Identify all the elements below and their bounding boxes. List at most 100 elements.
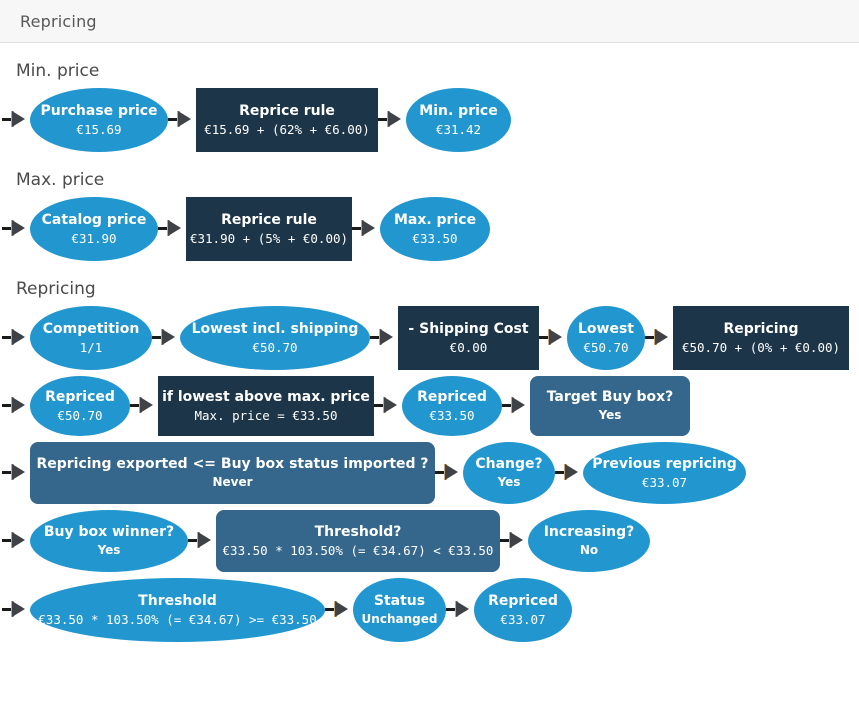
- arrow-head: [12, 397, 25, 413]
- arrow-head: [162, 329, 175, 345]
- node-subtitle: Never: [212, 475, 253, 489]
- section-title: Min. price: [16, 61, 100, 81]
- node-subtitle: €31.42: [435, 122, 482, 137]
- node-lowest: Lowest€50.70: [567, 306, 645, 370]
- arrow-head: [140, 397, 153, 413]
- flow-arrow-icon: [152, 325, 180, 351]
- arrow-head: [512, 397, 525, 413]
- node-subtitle: €33.07: [641, 475, 688, 490]
- arrow-head: [198, 532, 211, 548]
- node-title: Min. price: [419, 103, 498, 119]
- arrow-head: [12, 464, 25, 480]
- node-title: Threshold: [138, 593, 217, 609]
- node-lowest-incl-shipping: Lowest incl. shipping€50.70: [180, 306, 370, 370]
- node-buy-box-winner: Buy box winner?Yes: [30, 510, 188, 572]
- arrow-head: [380, 329, 393, 345]
- panel-header: Repricing: [0, 0, 859, 43]
- node-subtitle: Unchanged: [361, 612, 438, 626]
- flow-row: Catalog price €31.90 Reprice rule€31.90 + …: [0, 197, 859, 261]
- arrow-head: [12, 111, 25, 127]
- node-title: Repriced: [417, 389, 487, 405]
- node-min-price-result: Min. price €31.42: [406, 88, 511, 152]
- node-catalog-price: Catalog price €31.90: [30, 197, 158, 261]
- node-subtitle: No: [579, 543, 599, 557]
- flow-row: Buy box winner?Yes Threshold?€33.50 * 103…: [0, 510, 859, 572]
- node-subtitle: €33.50 * 103.50% (= €34.67) >= €33.50: [38, 612, 317, 627]
- flow-arrow-icon: [500, 528, 528, 554]
- node-subtitle: Yes: [497, 475, 521, 489]
- node-title: Status: [373, 593, 426, 609]
- node-subtitle: €31.90: [71, 231, 117, 246]
- node-threshold-question: Threshold?€33.50 * 103.50% (= €34.67) < …: [216, 510, 500, 572]
- arrow-head: [12, 220, 25, 236]
- node-previous-repricing: Previous repricing €33.07: [583, 442, 746, 504]
- node-title: Repriced: [45, 389, 115, 405]
- node-repricing-formula: Repricing€50.70 + (0% + €0.00): [673, 306, 849, 370]
- flow-arrow-icon: [2, 528, 30, 554]
- arrow-head: [12, 532, 25, 548]
- arrow-head: [12, 601, 25, 617]
- node-change: Change? Yes: [463, 442, 555, 504]
- node-title: Catalog price: [41, 212, 147, 228]
- flow-arrow-icon: [130, 393, 158, 419]
- node-repricing-exported-vs-buybox-imported: Repricing exported <= Buy box status imp…: [30, 442, 435, 504]
- flow-arrow-icon: [352, 216, 380, 242]
- node-repriced-lowest: Repriced€50.70: [30, 376, 130, 436]
- node-reprice-rule-max: Reprice rule€31.90 + (5% + €0.00): [186, 197, 352, 261]
- node-title: Repricing exported <= Buy box status imp…: [36, 456, 429, 472]
- flow-arrow-icon: [555, 460, 583, 486]
- arrow-head: [655, 329, 668, 345]
- flow-arrow-icon: [645, 325, 673, 351]
- flow-arrow-icon: [2, 325, 30, 351]
- arrow-head: [510, 532, 523, 548]
- flow-arrow-icon: [2, 597, 30, 623]
- arrow-head: [362, 220, 375, 236]
- arrow-head: [549, 329, 562, 345]
- node-subtitle: 1/1: [79, 340, 103, 355]
- node-subtitle: €0.00: [449, 340, 488, 355]
- node-subtitle: €33.50: [412, 231, 458, 246]
- flow-arrow-icon: [2, 460, 30, 486]
- node-title: Change?: [475, 456, 543, 472]
- flow-arrow-icon: [2, 216, 30, 242]
- flow-row: Repriced€50.70 if lowest above max. price…: [0, 376, 859, 436]
- flow-arrow-icon: [502, 393, 530, 419]
- node-title: Repricing: [723, 321, 799, 337]
- arrow-head: [168, 220, 181, 236]
- flow-row: Repricing exported <= Buy box status imp…: [0, 442, 859, 504]
- node-subtitle: €33.07: [500, 612, 546, 627]
- flow-row: Threshold €33.50 * 103.50% (= €34.67) >= …: [0, 578, 859, 642]
- node-subtitle: Yes: [97, 543, 121, 557]
- node-subtitle: €15.69: [76, 122, 122, 137]
- section-title: Max. price: [16, 170, 105, 190]
- node-title: Lowest incl. shipping: [191, 321, 359, 337]
- arrow-head: [456, 601, 469, 617]
- node-title: Previous repricing: [592, 456, 737, 472]
- arrow-head: [565, 464, 578, 480]
- node-repriced-capped: Repriced€33.50: [402, 376, 502, 436]
- flow-arrow-icon: [2, 107, 30, 133]
- page-title: Repricing: [20, 11, 97, 31]
- arrow-head: [12, 329, 25, 345]
- flow-arrow-icon: [374, 393, 402, 419]
- node-subtitle: €31.90 + (5% + €0.00): [189, 231, 349, 246]
- arrow-head: [335, 601, 348, 617]
- node-increasing: Increasing?No: [528, 510, 650, 572]
- node-title: Max. price: [393, 212, 477, 228]
- flow-arrow-icon: [188, 528, 216, 554]
- node-title: Lowest: [578, 321, 634, 337]
- flow-arrow-icon: [435, 460, 463, 486]
- node-title: Purchase price: [40, 103, 158, 119]
- node-title: if lowest above max. price: [162, 389, 370, 405]
- node-max-price-result: Max. price €33.50: [380, 197, 490, 261]
- node-subtitle: Max. price = €33.50: [194, 408, 338, 423]
- node-subtitle: Yes: [598, 408, 622, 422]
- arrow-head: [178, 111, 191, 127]
